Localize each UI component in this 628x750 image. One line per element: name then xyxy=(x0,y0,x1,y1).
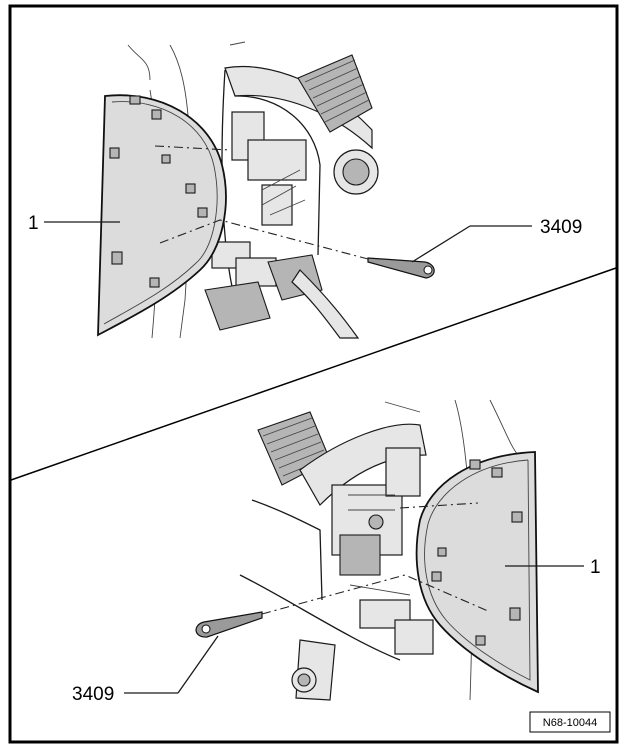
bottom-view: 1 3409 xyxy=(72,399,601,705)
bottom-tool-3409 xyxy=(195,611,263,638)
figure-ref: N68-10044 xyxy=(543,717,597,729)
bottom-tool-leader-diag xyxy=(177,635,219,694)
bottom-tool-hole xyxy=(201,624,211,634)
bottom-trim-panel xyxy=(415,451,539,694)
top-air-vent xyxy=(297,54,373,133)
top-part-label: 1 xyxy=(28,213,39,234)
bottom-bracket xyxy=(331,447,434,655)
top-trim-panel xyxy=(97,94,227,337)
top-tool-label: 3409 xyxy=(540,217,582,238)
bottom-tool-label: 3409 xyxy=(72,684,114,705)
bottom-pedal xyxy=(291,639,336,701)
top-panel-axis xyxy=(154,145,231,151)
top-pedals xyxy=(204,254,360,339)
top-tool-leader-diag xyxy=(411,225,471,263)
bottom-part-label: 1 xyxy=(590,557,601,578)
figure-ref-box xyxy=(529,711,611,733)
top-brackets xyxy=(211,111,307,287)
top-light-switch xyxy=(333,149,379,195)
top-insertion-axis xyxy=(159,219,369,260)
bottom-panel-axis xyxy=(399,502,479,509)
top-tool-hole xyxy=(423,265,433,275)
top-view: 1 3409 xyxy=(28,41,582,339)
top-tool-3409 xyxy=(367,257,435,279)
view-divider xyxy=(10,267,617,481)
